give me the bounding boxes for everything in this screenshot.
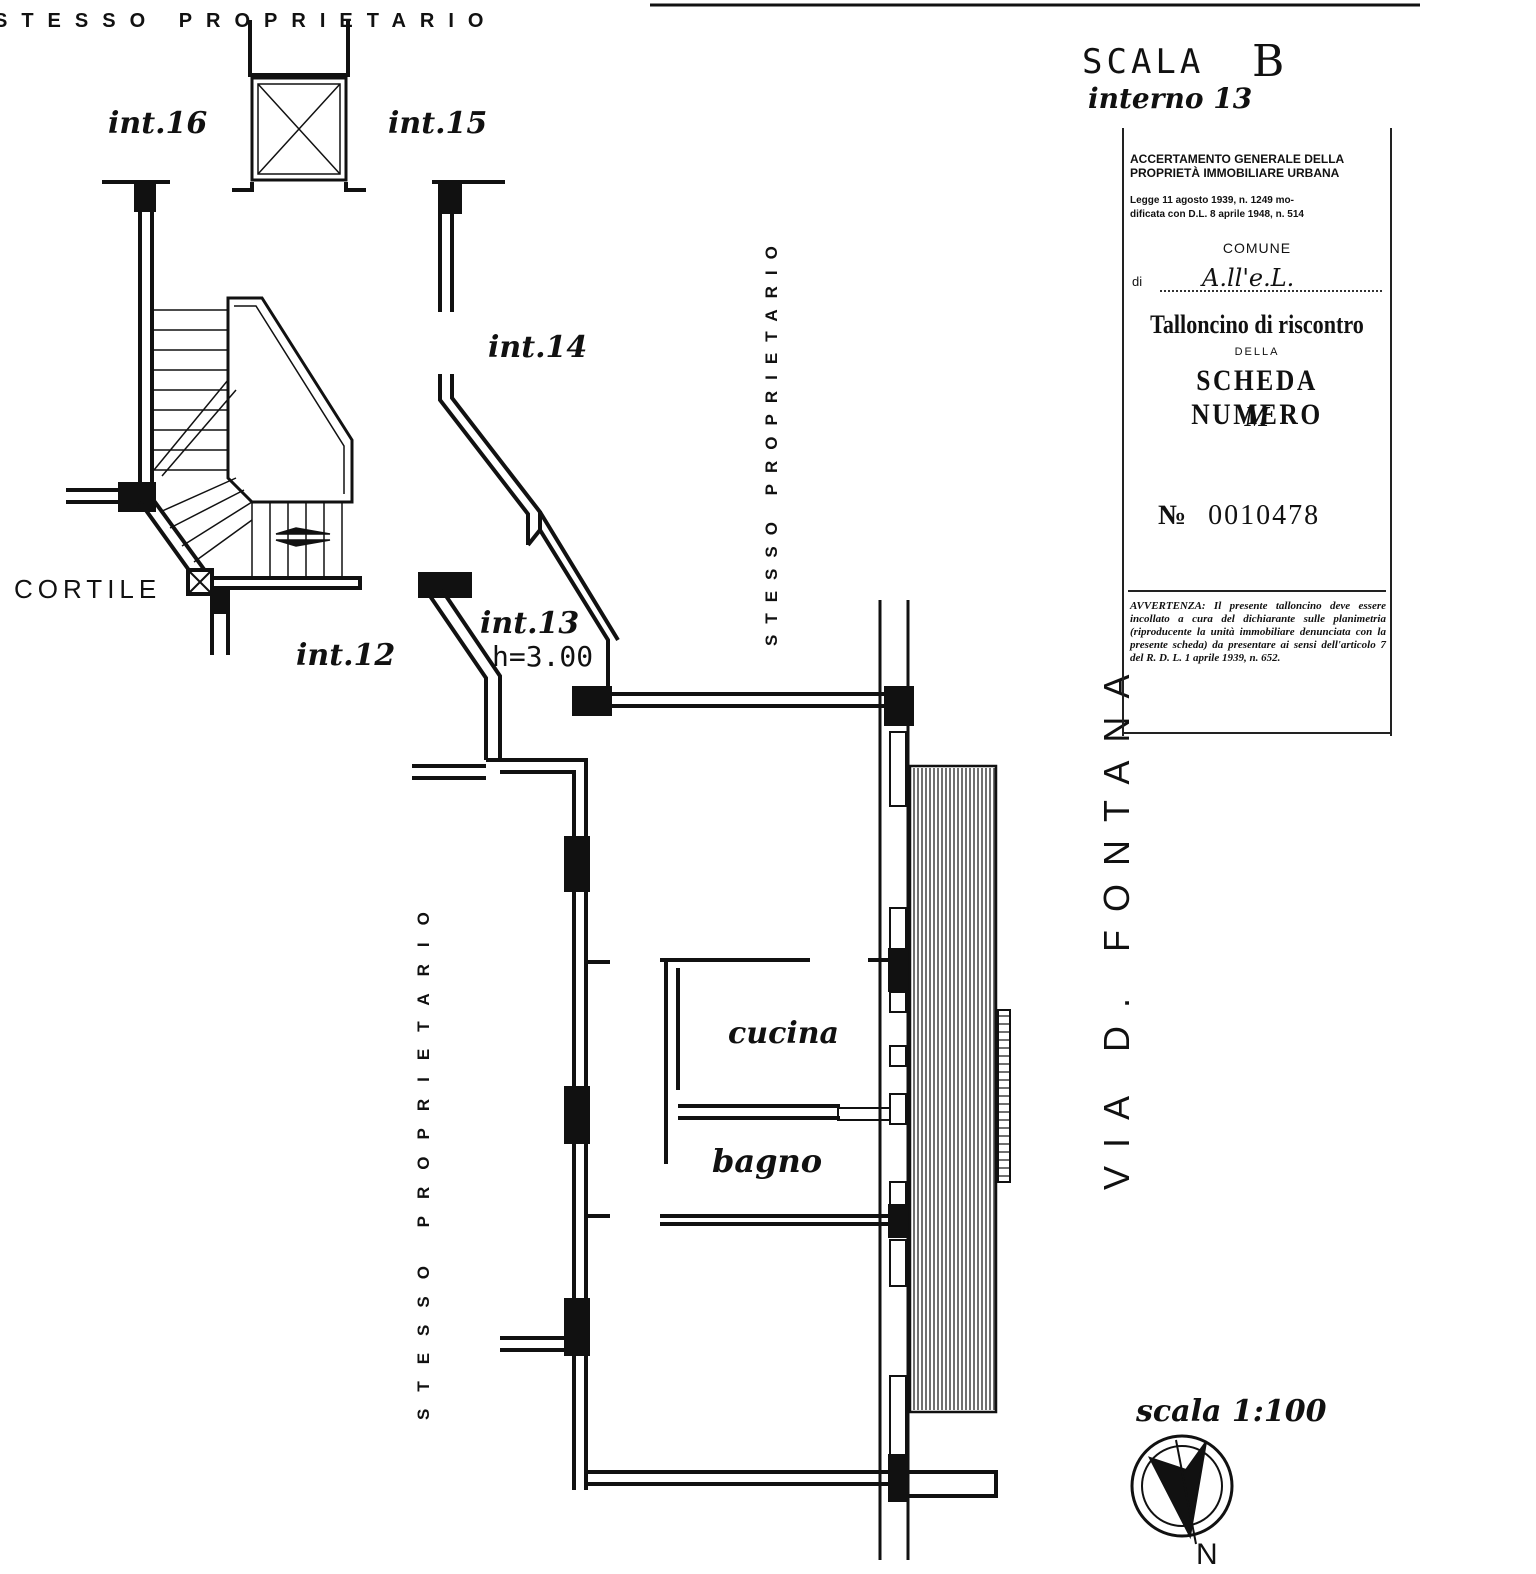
registration-ticket: ACCERTAMENTO GENERALE DELLA PROPRIETÀ IM…: [1122, 128, 1392, 736]
ticket-scheda-letter: M: [1244, 402, 1270, 433]
ticket-comune-line: [1160, 290, 1382, 292]
unit-label-int12: int.12: [296, 638, 396, 673]
scala-label: SCALA: [1082, 42, 1205, 82]
elevator-shaft: [232, 20, 366, 192]
owner-label-top: STESSO PROPRIETARIO: [0, 10, 498, 32]
ticket-scheda: SCHEDA NUMERO: [1191, 364, 1323, 431]
balcony: [908, 764, 1011, 1414]
corridor-walls: [412, 180, 890, 1490]
ticket-comune-label: COMUNE: [1222, 240, 1292, 256]
unit-label-int14: int.14: [488, 330, 588, 365]
north-label: N: [1196, 1538, 1218, 1571]
owner-label-right: STESSO PROPRIETARIO: [762, 235, 781, 646]
ticket-number-value: 0010478: [1208, 500, 1321, 531]
courtyard-label: CORTILE: [14, 574, 162, 604]
ticket-della: DELLA: [1234, 346, 1280, 358]
stair-treads: [153, 309, 343, 578]
ticket-heading-line1: ACCERTAMENTO GENERALE DELLA: [1130, 152, 1345, 166]
ticket-title: Talloncino di riscontro: [1150, 310, 1364, 339]
ticket-law-line2: dificata con D.L. 8 aprile 1948, n. 514: [1130, 209, 1304, 220]
ticket-warning: AVVERTENZA: Il presente talloncino deve …: [1130, 600, 1386, 664]
street-label: VIA D. FONTANA: [1096, 656, 1137, 1190]
interno-label: interno 13: [1088, 82, 1253, 115]
apartment-walls: [500, 600, 998, 1560]
ticket-law: Legge 11 agosto 1939, n. 1249 mo- difica…: [1130, 194, 1386, 222]
north-arrow-icon: [1130, 1434, 1234, 1545]
unit-label-int16: int.16: [108, 106, 208, 141]
ceiling-height-label: h=3.00: [492, 640, 594, 673]
scale-label: scala 1:100: [1136, 1394, 1327, 1429]
unit-label-int13: int.13: [480, 606, 580, 641]
room-label-cucina: cucina: [728, 1016, 839, 1051]
ticket-comune-value: A.ll'e.L.: [1202, 264, 1295, 292]
ticket-number-symbol: №: [1158, 500, 1189, 531]
ticket-bottom-border: [1122, 732, 1392, 734]
ticket-number: № 0010478: [1158, 500, 1320, 532]
ticket-heading-line2: PROPRIETÀ IMMOBILIARE URBANA: [1130, 166, 1340, 180]
scala-letter: B: [1252, 36, 1285, 87]
ticket-law-line1: Legge 11 agosto 1939, n. 1249 mo-: [1130, 195, 1294, 206]
ticket-divider: [1128, 590, 1386, 592]
ticket-di-label: di: [1132, 274, 1143, 289]
owner-label-left: STESSO PROPRIETARIO: [414, 895, 433, 1420]
room-label-bagno: bagno: [712, 1142, 823, 1180]
ticket-heading: ACCERTAMENTO GENERALE DELLA PROPRIETÀ IM…: [1130, 152, 1386, 180]
unit-label-int15: int.15: [388, 106, 488, 141]
